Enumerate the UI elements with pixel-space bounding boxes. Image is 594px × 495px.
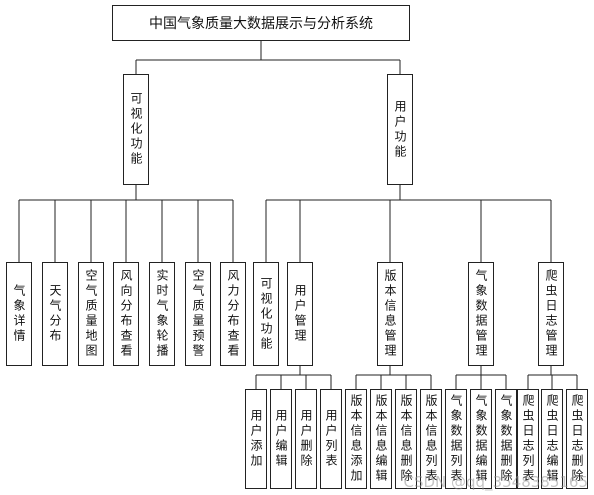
root-node: 中国气象质量大数据展示与分析系统 [112, 5, 410, 41]
leaf-user-list: 用户列表 [320, 389, 342, 489]
user-functions-label: 用户功能 [393, 99, 407, 160]
leaf-crawler-edit: 爬虫日志编辑 [541, 389, 563, 489]
leaf-crawler-list: 爬虫日志列表 [517, 389, 539, 489]
user-functions-node: 用户功能 [387, 74, 413, 185]
vis-leaf-realtime-carousel: 实时气象轮播 [149, 262, 175, 366]
leaf-version-edit: 版本信息编辑 [370, 389, 392, 489]
vis-leaf-air-quality-map: 空气质量地图 [78, 262, 104, 366]
watermark: CSDN @qq_3548385165 [403, 473, 588, 491]
leaf-weather-edit: 气象数据编辑 [470, 389, 492, 489]
user-node-user-management: 用户管理 [287, 262, 313, 366]
leaf-user-delete: 用户删除 [295, 389, 317, 489]
user-node-crawler-log-management: 爬虫日志管理 [538, 262, 564, 366]
vis-leaf-weather-detail: 气象详情 [6, 262, 32, 366]
leaf-version-list: 版本信息列表 [420, 389, 442, 489]
vis-leaf-wind-force: 风力分布查看 [220, 262, 246, 366]
vis-leaf-weather-distribution: 天气分布 [42, 262, 68, 366]
visualization-label: 可视化功能 [129, 92, 143, 167]
leaf-crawler-delete: 爬虫日志删除 [566, 389, 588, 489]
vis-leaf-wind-direction: 风向分布查看 [113, 262, 139, 366]
vis-leaf-air-quality-alert: 空气质量预警 [185, 262, 211, 366]
leaf-user-edit: 用户编辑 [270, 389, 292, 489]
user-node-version-management: 版本信息管理 [377, 262, 403, 366]
leaf-version-add: 版本信息添加 [345, 389, 367, 489]
root-title: 中国气象质量大数据展示与分析系统 [149, 16, 373, 32]
leaf-weather-list: 气象数据列表 [445, 389, 467, 489]
visualization-node: 可视化功能 [123, 74, 149, 185]
user-node-weather-data-management: 气象数据管理 [468, 262, 494, 366]
leaf-weather-delete: 气象数据删除 [495, 389, 517, 489]
user-node-visualization: 可视化功能 [253, 262, 279, 366]
leaf-version-delete: 版本信息删除 [395, 389, 417, 489]
leaf-user-add: 用户添加 [245, 389, 267, 489]
